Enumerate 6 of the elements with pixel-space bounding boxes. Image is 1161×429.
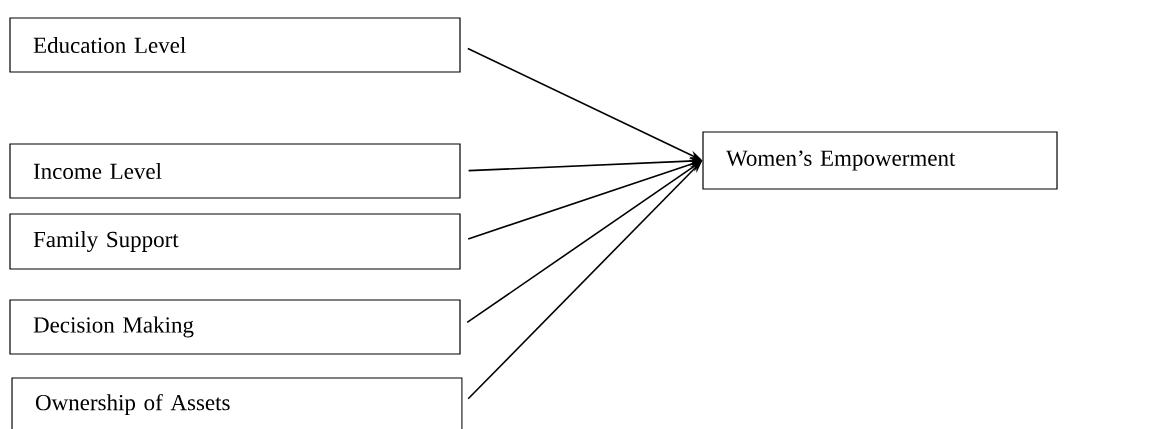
factor-box: Education Level bbox=[9, 17, 461, 73]
factor-box: Ownership of Assets bbox=[11, 377, 463, 429]
outcome-box: Women’s Empowerment bbox=[702, 131, 1058, 190]
factor-box: Income Level bbox=[9, 143, 461, 199]
factor-box: Decision Making bbox=[9, 299, 461, 355]
factor-box: Family Support bbox=[9, 213, 461, 270]
